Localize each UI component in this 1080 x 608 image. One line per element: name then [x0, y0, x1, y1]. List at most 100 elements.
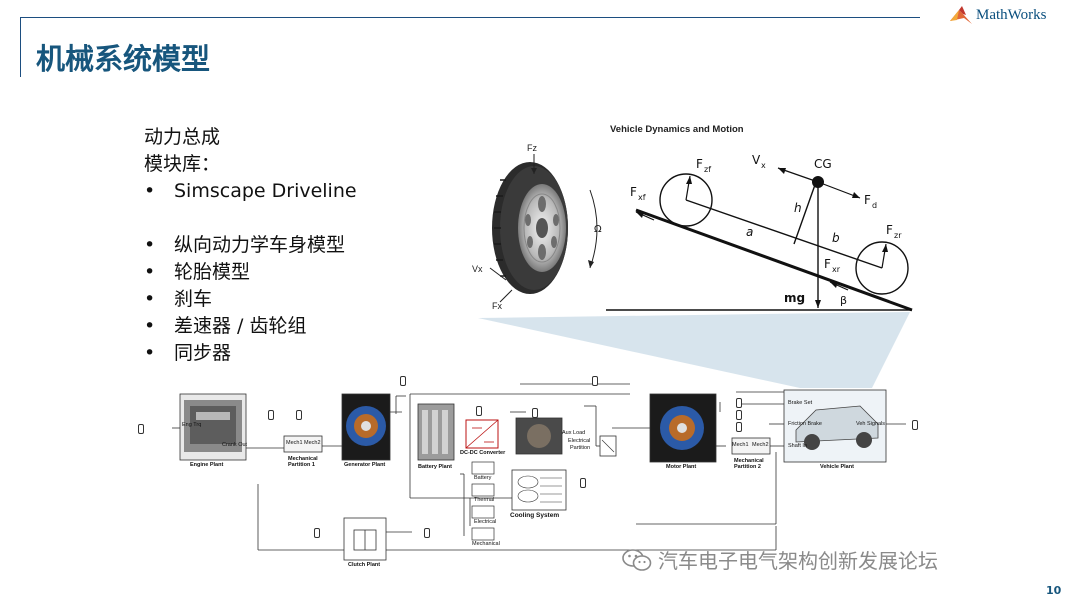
bullet-text: 刹车	[174, 288, 213, 310]
bullet-text: 轮胎模型	[174, 261, 251, 283]
header-side-rule	[20, 17, 21, 77]
vehicle-shaft-port: Shaft In	[788, 443, 807, 449]
tire-fz-label: Fz	[527, 143, 537, 153]
fd-label-fzf: F	[696, 157, 703, 171]
brand-name: MathWorks	[976, 6, 1047, 23]
tire-figure: Fz Ω Vx Fx	[472, 140, 614, 311]
signal-tag	[476, 406, 482, 416]
fd-label-fxr: F	[824, 257, 831, 271]
mech-partition-2-label-line1: Mechanical	[734, 458, 764, 464]
fd-label-beta: β	[840, 294, 847, 307]
aux-load-label: Aux Load	[562, 430, 586, 436]
signal-tag	[532, 408, 538, 418]
engine-plant-label: Engine Plant	[190, 462, 224, 468]
intro-line: 模块库：	[144, 153, 221, 175]
bullet-item: • Simscape Driveline	[144, 178, 357, 205]
fd-label-cg: CG	[814, 157, 832, 171]
mech1-left-port: Mech1	[286, 440, 303, 446]
signal-tag	[424, 528, 430, 538]
tire-fx-label: Fx	[492, 301, 502, 310]
vehicle-plant-label: Vehicle Plant	[820, 464, 854, 470]
bullet-text: 同步器	[174, 342, 232, 364]
mech2-left-port: Mech1	[732, 442, 749, 448]
bullet-dot-icon: •	[144, 261, 156, 283]
engine-crank-port: Crank Out	[222, 442, 248, 448]
fd-label-h: h	[794, 201, 802, 215]
signal-tag	[592, 376, 598, 386]
cooling-system-label: Cooling System	[510, 512, 560, 519]
simscape-model-diagram: Eng Trq Crank Out Engine Plant Mech1 Mec…	[136, 366, 946, 574]
bullet-item: •差速器 / 齿轮组	[144, 313, 357, 340]
signal-tag	[912, 420, 918, 430]
signal-tag	[314, 528, 320, 538]
bullet-item: • 同步器	[144, 340, 357, 367]
bullet-text: 纵向动力学车身模型	[174, 234, 346, 256]
mech-partition-2-label-line2: Partition 2	[734, 464, 761, 470]
fd-label-mg: mg	[784, 291, 805, 305]
vehicle-brake-port: Brake Set	[788, 400, 813, 406]
fd-label-fxf: F	[630, 185, 637, 199]
fd-label-a: a	[746, 225, 753, 239]
bullet-text: Simscape Driveline	[174, 180, 357, 202]
fd-label-b: b	[832, 231, 840, 245]
fd-label-fxf-sub: xf	[638, 193, 646, 202]
signal-tag	[580, 478, 586, 488]
fd-label-vx-sub: x	[761, 161, 766, 170]
mech2-right-port: Mech2	[752, 442, 769, 448]
thermal-label: Battery	[474, 475, 492, 481]
signal-tag	[736, 410, 742, 420]
mech-partition-1-label-line2: Partition 1	[288, 462, 315, 468]
electrical-partition-label-line2: Partition	[570, 445, 591, 451]
bullet-dot-icon: •	[144, 342, 156, 364]
fd-label-fzf-sub: zf	[704, 165, 711, 174]
mathworks-logo: MathWorks	[950, 6, 1046, 24]
watermark-text: 汽车电子电气架构创新发展论坛	[658, 549, 938, 573]
intro-line: 动力总成	[144, 126, 221, 148]
fd-label-fd-sub: d	[872, 201, 877, 210]
thermal-label: Electrical	[474, 519, 497, 525]
bullet-dot-icon: •	[144, 315, 156, 337]
watermark: 汽车电子电气架构创新发展论坛	[622, 545, 938, 574]
vehicle-friction-port: Friction Brake	[788, 421, 822, 427]
mech1-right-port: Mech2	[304, 440, 321, 446]
bullet-item: • 刹车	[144, 286, 357, 313]
figure-title: Vehicle Dynamics and Motion	[610, 124, 744, 135]
signal-tag	[736, 398, 742, 408]
engine-trq-port: Eng Trq	[182, 422, 202, 428]
tire-illustration: Fz Ω Vx Fx	[472, 143, 602, 311]
vehicle-signals-port: Veh Signals	[856, 421, 886, 427]
fd-label-fzr-sub: zr	[894, 231, 902, 240]
clutch-plant-label: Clutch Plant	[348, 562, 381, 568]
page-number: 10	[1046, 584, 1062, 597]
bullet-dot-icon: •	[144, 288, 156, 310]
fd-label-fd: F	[864, 193, 871, 207]
motor-plant-label: Motor Plant	[666, 464, 697, 470]
electrical-partition-label-line1: Electrical	[568, 438, 591, 444]
bullet-item: • 轮胎模型	[144, 259, 357, 286]
bullet-list: • Simscape Driveline • 纵向动力学车身模型 • 轮胎模型 • 刹车…	[144, 178, 357, 367]
vehicle-dynamics-figure: Vehicle Dynamics and Motion	[606, 124, 916, 312]
dcdc-converter-label: DC-DC Converter	[460, 450, 506, 456]
fd-label-fxr-sub: xr	[832, 265, 841, 274]
bullet-dot-icon: •	[144, 180, 156, 202]
page-title: 机械系统模型	[36, 42, 211, 76]
tire-vx-label: Vx	[472, 264, 483, 274]
generator-plant-label: Generator Plant	[344, 462, 386, 468]
bullet-item: • 纵向动力学车身模型	[144, 232, 357, 259]
bullet-dot-icon: •	[144, 234, 156, 256]
battery-plant-label: Battery Plant	[418, 464, 452, 470]
intro-text: 动力总成 模块库：	[144, 124, 220, 178]
signal-tag	[736, 422, 742, 432]
free-body-diagram: V x CG F zf F xf F d h a b F zr F xr mg …	[606, 153, 913, 312]
thermal-label: Mechanical	[472, 541, 500, 547]
wechat-icon	[622, 548, 652, 571]
signal-tag	[296, 410, 302, 420]
fd-label-fzr: F	[886, 223, 893, 237]
mech-partition-1-label-line1: Mechanical	[288, 456, 318, 462]
header-rule	[20, 17, 920, 18]
thermal-label: Thermal	[474, 497, 495, 503]
signal-tag	[268, 410, 274, 420]
model-wiring	[172, 378, 906, 561]
